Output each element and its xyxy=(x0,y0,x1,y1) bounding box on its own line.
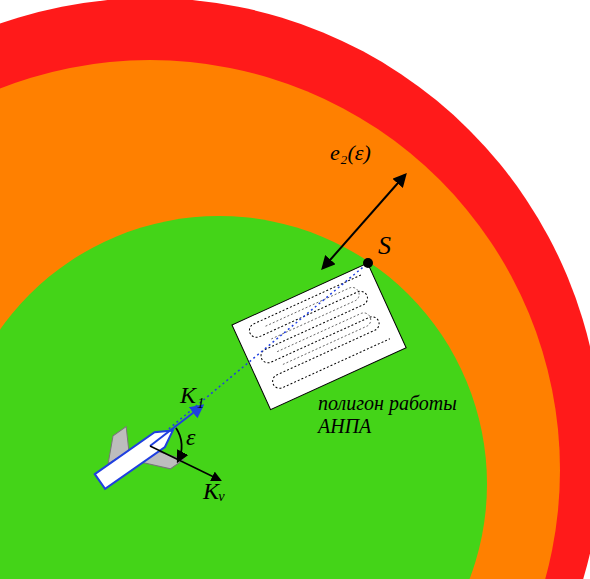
angle-label: ε xyxy=(186,424,195,452)
vector-label: K₁ xyxy=(180,382,204,410)
start-point xyxy=(363,258,373,268)
survey-polygon xyxy=(232,263,406,409)
area-label: полигон работы АНПА xyxy=(318,392,478,438)
vessel xyxy=(83,406,190,506)
green-zone xyxy=(0,216,487,579)
orange-zone xyxy=(0,60,560,579)
distance-label: e₂(ε) xyxy=(330,140,371,165)
distance-arrow xyxy=(323,175,405,268)
vector-label: Kᵥ xyxy=(203,478,226,506)
point-label: S xyxy=(378,231,391,261)
velocity-vector xyxy=(150,446,220,480)
angle-arc xyxy=(176,428,182,461)
